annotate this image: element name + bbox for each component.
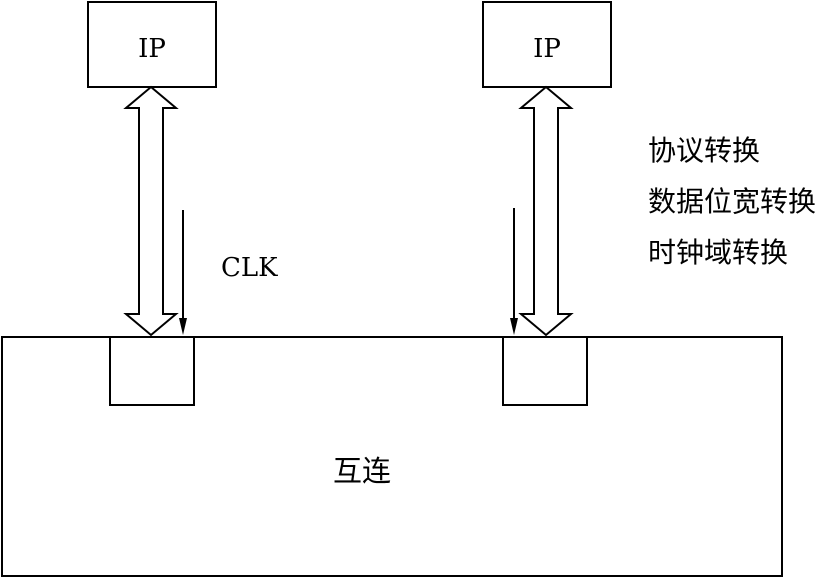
- ip-block-right: [482, 1, 612, 88]
- ip-right-label: IP: [533, 34, 561, 64]
- interconnect-label: 互连: [333, 454, 391, 488]
- clk-arrow-left-head: [179, 318, 187, 335]
- clk-arrow-right-head: [510, 318, 518, 335]
- bus-arrow-right: [518, 85, 574, 337]
- ip-left-label: IP: [138, 34, 166, 64]
- right-adapter-box: [502, 336, 588, 406]
- note-datawidth-conversion: 数据位宽转换: [648, 185, 816, 218]
- left-adapter-box: [109, 336, 195, 406]
- ip-block-left: [87, 1, 217, 88]
- note-protocol-conversion: 协议转换: [648, 134, 760, 167]
- note-clockdomain-conversion: 时钟域转换: [648, 236, 788, 269]
- bus-arrow-left: [123, 85, 179, 337]
- clk-label: CLK: [221, 253, 278, 283]
